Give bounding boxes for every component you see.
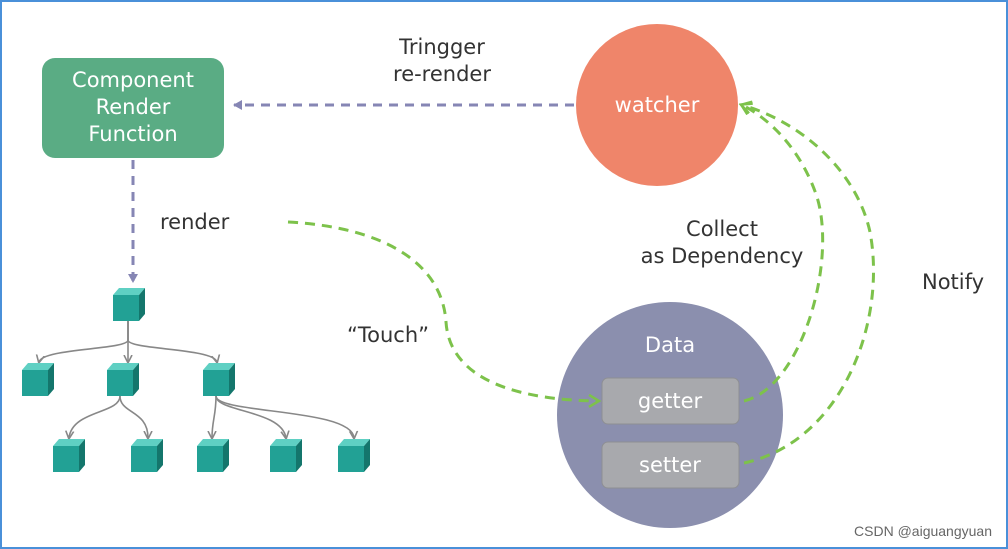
setter-label: setter — [639, 453, 701, 477]
watcher-node: watcher — [576, 24, 738, 186]
tree-node-level2-e — [338, 439, 370, 472]
tree-connectors — [39, 320, 354, 438]
tree-node-level1-c — [203, 363, 235, 396]
data-title: Data — [645, 333, 695, 357]
tree-node-level1-b — [107, 363, 139, 396]
collect-dependency-edge: Collect as Dependency — [641, 105, 825, 403]
setter-box: setter — [601, 441, 740, 489]
tree-node-root — [113, 288, 145, 321]
collect-label-line-2: as Dependency — [641, 244, 804, 268]
getter-box: getter — [601, 377, 740, 425]
touch-edge: “Touch” — [287, 220, 598, 401]
tree-node-level1-a — [22, 363, 54, 396]
notify-label: Notify — [922, 270, 984, 294]
component-render-function-node: Component Render Function — [42, 58, 224, 158]
trigger-label-line-1: Tringger — [398, 35, 485, 59]
notify-edge: Notify — [742, 105, 984, 465]
tree-node-level2-a — [53, 439, 85, 472]
trigger-label-line-2: re-render — [393, 62, 491, 86]
tree-node-level2-d — [270, 439, 302, 472]
getter-label: getter — [638, 389, 703, 413]
watcher-label: watcher — [615, 93, 700, 117]
touch-label: “Touch” — [347, 323, 429, 347]
vdom-tree — [22, 288, 370, 472]
trigger-rerender-edge: Tringger re-render — [233, 35, 574, 110]
watermark: CSDN @aiguangyuan — [854, 523, 992, 539]
component-label-line-3: Function — [88, 122, 177, 146]
render-edge: render — [128, 160, 230, 283]
render-label: render — [160, 210, 230, 234]
data-node: Data getter setter — [557, 302, 783, 528]
tree-node-level2-c — [197, 439, 229, 472]
tree-node-level2-b — [131, 439, 163, 472]
collect-label-line-1: Collect — [686, 217, 758, 241]
component-label-line-1: Component — [72, 68, 194, 92]
component-label-line-2: Render — [96, 95, 171, 119]
